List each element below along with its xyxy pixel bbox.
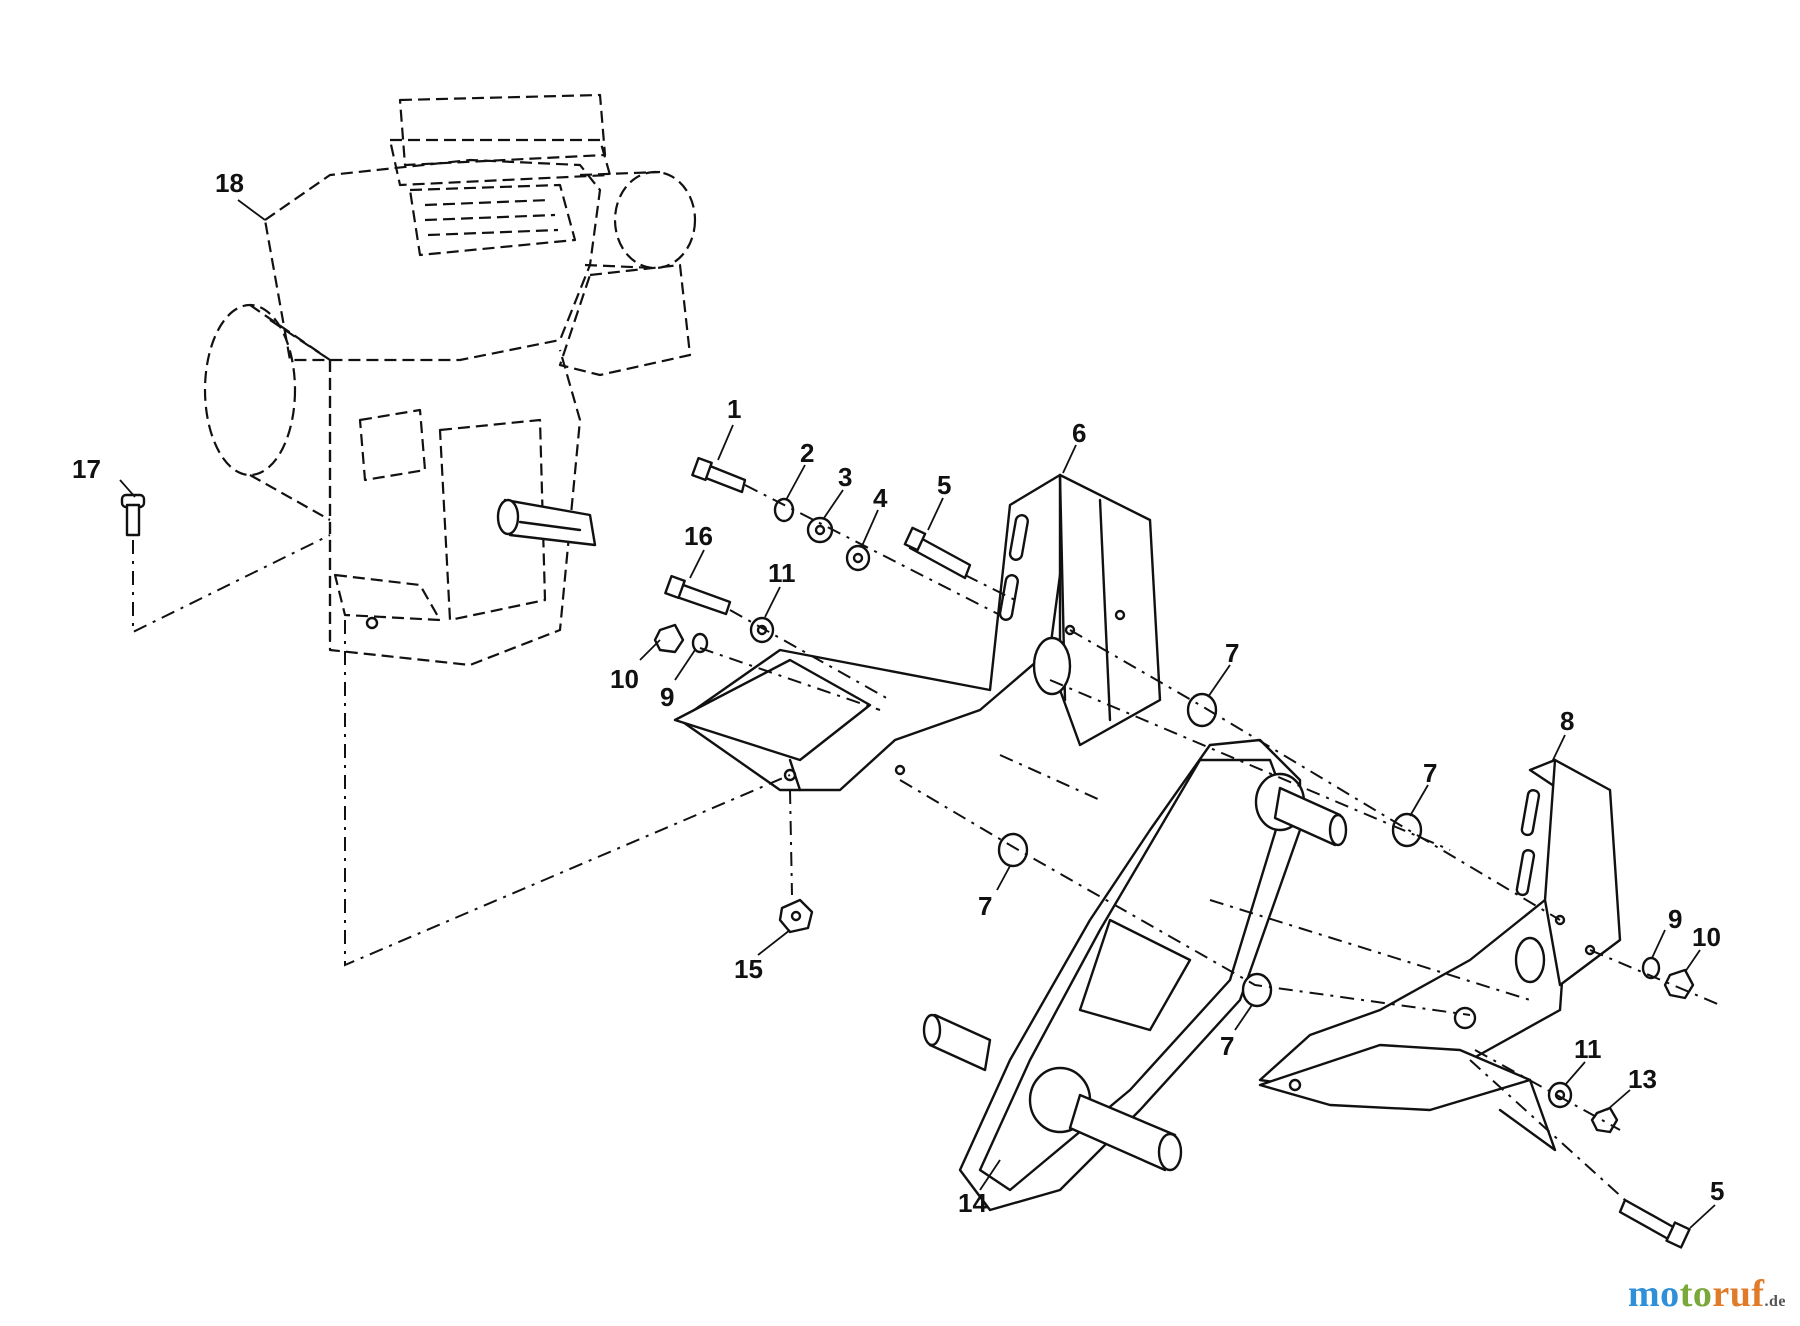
callout-10-right: 10 [1692,922,1721,952]
callout-7-b: 7 [1423,758,1437,788]
watermark-part-1: mo [1628,1273,1680,1315]
callout-8: 8 [1560,706,1574,736]
callout-9-left: 9 [660,682,674,712]
callout-4: 4 [873,483,888,513]
callout-17: 17 [72,454,101,484]
callout-labels: 1 2 3 4 5 6 16 11 10 9 17 18 7 7 7 7 8 9… [72,168,1724,1218]
watermark-part-4: .de [1764,1293,1786,1310]
callout-3: 3 [838,462,852,492]
callout-1: 1 [727,394,741,424]
callout-18: 18 [215,168,244,198]
assembly-lines [132,484,1721,1201]
callout-7-a: 7 [1225,638,1239,668]
watermark-part-2: to [1679,1273,1713,1315]
callout-11-upper: 11 [768,558,796,588]
watermark-part-3: ruf [1712,1273,1765,1315]
chain-case [922,738,1348,1212]
engine-assembly [203,93,697,667]
callout-10-left: 10 [610,664,639,694]
left-mounting-plate [673,473,1162,792]
callout-6: 6 [1072,418,1086,448]
callout-15: 15 [734,954,763,984]
callout-9-right: 9 [1668,904,1682,934]
callout-13: 13 [1628,1064,1657,1094]
callout-7-d: 7 [1220,1031,1234,1061]
callout-7-c: 7 [978,891,992,921]
callout-2: 2 [800,438,814,468]
callout-14: 14 [958,1188,987,1218]
motoruf-watermark: motoruf.de [1628,1272,1786,1316]
callout-5-lower: 5 [1710,1176,1724,1206]
callout-11-lower: 11 [1574,1034,1602,1064]
right-mounting-plate [1258,758,1622,1152]
fasteners [120,456,1695,1249]
callout-16: 16 [684,521,713,551]
callout-leaders [119,199,1716,1229]
callout-5-upper: 5 [937,470,951,500]
